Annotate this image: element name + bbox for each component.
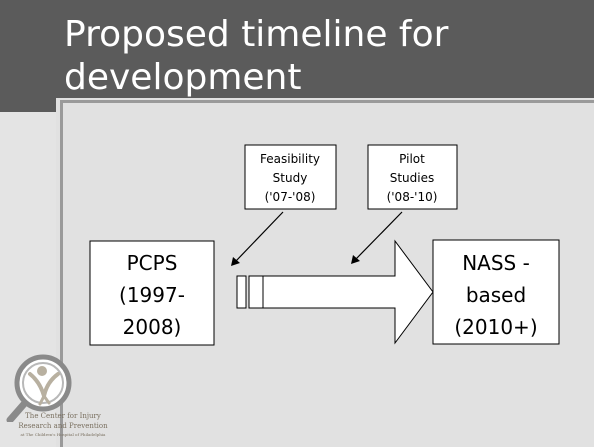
title-line-2: development (64, 57, 302, 98)
pcps-box (89, 240, 215, 346)
pilot-line-3: ('08-'10) (387, 190, 438, 204)
feasibility-pointer-head (231, 257, 240, 266)
slide-title: Proposed timeline for development (64, 13, 584, 99)
pilot-pointer-head (351, 255, 360, 264)
nass-box (432, 239, 560, 345)
nass-line-1: NASS - (462, 251, 530, 275)
cirp-logo: The Center for Injury Research and Preve… (0, 352, 122, 447)
feasibility-callout-box (244, 144, 337, 210)
pcps-line-1: PCPS (127, 251, 178, 275)
pilot-pointer-line (355, 211, 403, 260)
timeline-segment-1 (236, 275, 247, 309)
nass-line-2: based (466, 283, 526, 307)
pcps-line-2: (1997- (119, 283, 185, 307)
feasibility-pointer-line (235, 211, 284, 262)
title-line-1: Proposed timeline for (64, 14, 449, 55)
vertical-rule (60, 100, 63, 447)
feasibility-line-2: Study (273, 171, 308, 185)
logo-line-1: The Center for Injury (25, 412, 101, 420)
pcps-line-3: 2008) (123, 315, 182, 339)
nass-line-3: (2010+) (454, 315, 537, 339)
timeline-arrow (262, 239, 434, 345)
timeline-segment-2 (248, 275, 264, 309)
logo-line-3: at The Children's Hospital of Philadelph… (20, 432, 106, 437)
title-bar (0, 0, 594, 112)
pilot-line-2: Studies (390, 171, 435, 185)
logo-line-2: Research and Prevention (18, 422, 108, 430)
magnifier-child-icon (6, 354, 72, 422)
pilot-line-1: Pilot (399, 152, 425, 166)
feasibility-line-3: ('07-'08) (265, 190, 316, 204)
horizontal-rule (60, 100, 594, 103)
pilot-callout-box (367, 144, 458, 210)
feasibility-line-1: Feasibility (260, 152, 320, 166)
